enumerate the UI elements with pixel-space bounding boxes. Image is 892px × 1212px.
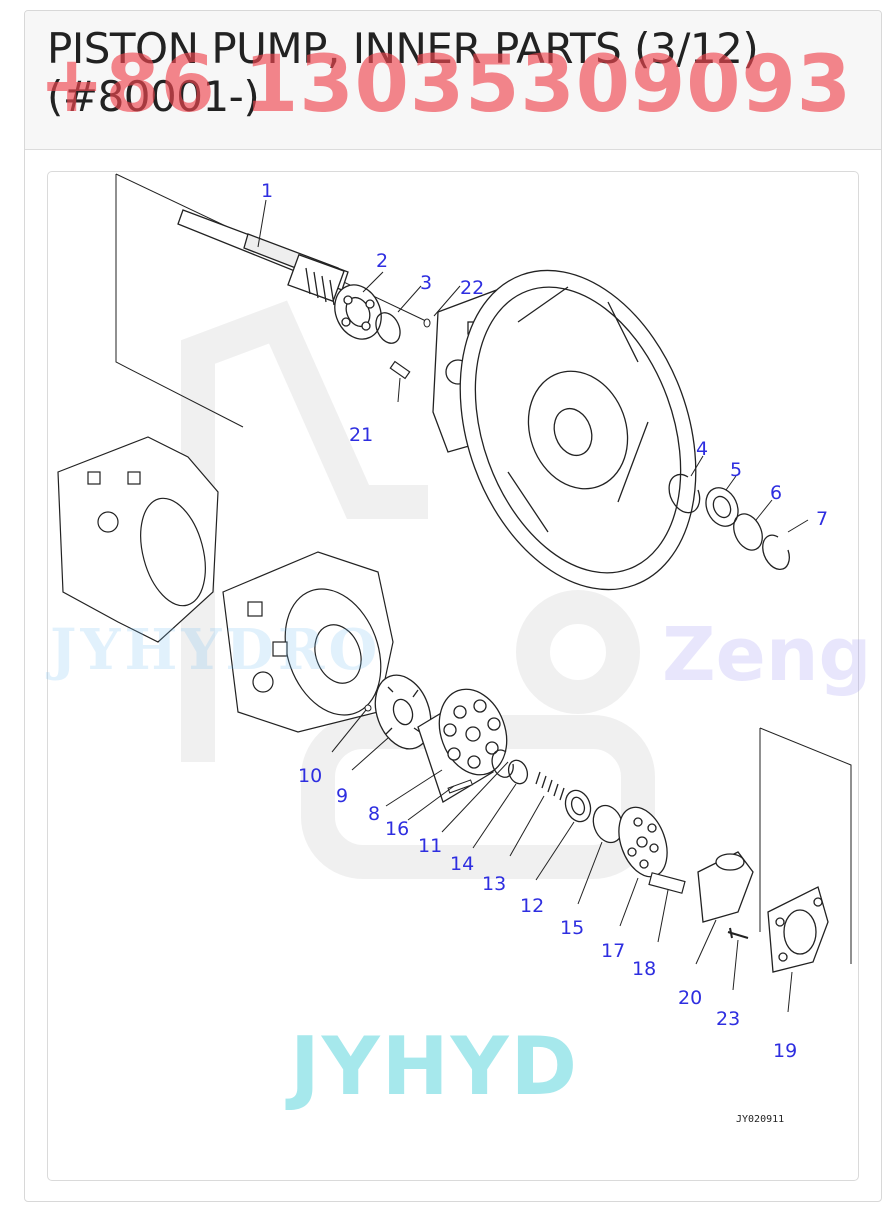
- pin-16-part: [447, 779, 473, 794]
- callout-12: 12: [520, 895, 544, 917]
- swash-plate-part: [697, 851, 754, 923]
- exploded-diagram-frame: 1 2 3 22 21 4 5 6 7 10 9 8 16 11 14 13 1…: [47, 171, 872, 1181]
- phone-watermark: +86 13035309093: [39, 40, 853, 130]
- jyhydro-watermark: JYHYDRO: [50, 617, 382, 683]
- exploded-view-drawing: 1 2 3 22 21 4 5 6 7 10 9 8 16 11 14 13 1…: [57, 173, 852, 1062]
- pin-part: [423, 318, 431, 328]
- callout-20: 20: [678, 987, 702, 1009]
- callout-17: 17: [601, 940, 625, 962]
- shoe-pin-part: [648, 872, 686, 894]
- callout-3: 3: [420, 272, 432, 294]
- dowel-part: [389, 360, 411, 380]
- bearing-part: [334, 284, 382, 340]
- leader-lines: [257, 199, 809, 1013]
- jyhyd-watermark: JYHYD: [290, 1020, 579, 1113]
- shaft-part: [177, 209, 349, 306]
- card-header: PISTON PUMP, INNER PARTS (3/12) (#80001-…: [25, 11, 881, 150]
- cover-plate-part: [767, 886, 829, 973]
- pump-housing-part: [432, 269, 697, 591]
- callout-19: 19: [773, 1040, 797, 1062]
- callout-15: 15: [560, 917, 584, 939]
- small-pin-part: [364, 704, 372, 712]
- callout-13: 13: [482, 873, 506, 895]
- callout-6: 6: [770, 482, 782, 504]
- callout-16: 16: [385, 818, 409, 840]
- callout-2: 2: [376, 250, 388, 272]
- cylinder-block-part: [417, 688, 508, 803]
- callout-1: 1: [261, 180, 273, 202]
- callout-9: 9: [336, 785, 348, 807]
- callout-21: 21: [349, 424, 373, 446]
- retainer-plate-part: [618, 806, 668, 878]
- spring-assembly-part: [491, 749, 624, 844]
- callout-11: 11: [418, 835, 442, 857]
- valve-plate-part: [374, 674, 432, 750]
- snap-ring-part: [375, 312, 401, 344]
- callout-4: 4: [696, 438, 708, 460]
- callout-8: 8: [368, 803, 380, 825]
- zeng-watermark: Zeng: [662, 612, 872, 698]
- callout-10: 10: [298, 765, 322, 787]
- housing-left-part: [57, 436, 394, 733]
- bolt-part: [727, 927, 749, 939]
- callout-18: 18: [632, 958, 656, 980]
- callout-23: 23: [716, 1008, 740, 1030]
- callout-22: 22: [460, 277, 484, 299]
- page-title: PISTON PUMP, INNER PARTS (3/12) (#80001-…: [47, 24, 759, 121]
- callout-7: 7: [816, 508, 828, 530]
- drawing-code: JY020911: [736, 1114, 785, 1125]
- callout-5: 5: [730, 459, 742, 481]
- ring-set-part: [668, 473, 790, 571]
- callout-14: 14: [450, 853, 474, 875]
